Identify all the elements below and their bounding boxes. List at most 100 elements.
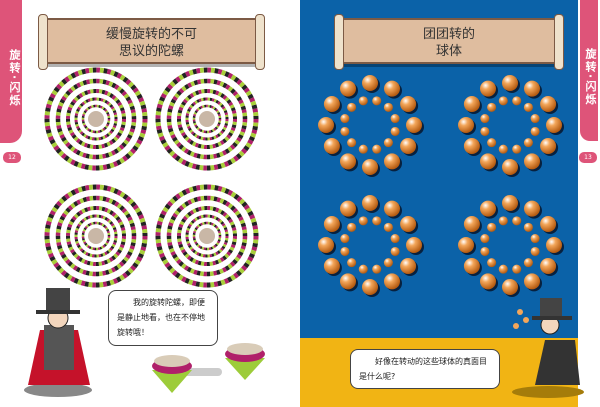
- title-line: 团团转的: [422, 27, 475, 42]
- spiral-ring: [166, 78, 248, 160]
- coat: [535, 340, 580, 385]
- spiral-ring: [81, 104, 111, 134]
- page-number: 12: [3, 152, 21, 163]
- ball: [384, 153, 400, 170]
- ball: [318, 237, 334, 253]
- ball: [480, 114, 490, 124]
- ball: [512, 144, 522, 154]
- ball: [383, 102, 393, 112]
- spiral-ring: [177, 206, 237, 266]
- spiral-ring: [166, 195, 248, 277]
- ball: [540, 96, 557, 112]
- ball: [362, 159, 378, 175]
- spiral-ring: [155, 184, 259, 288]
- ball: [540, 138, 557, 154]
- ball: [523, 222, 533, 232]
- speech-bubble: 我的旋转陀螺，即便是静止地看，也在不停地旋转哦！: [108, 290, 218, 346]
- ball: [523, 258, 533, 268]
- spiral-disc: [44, 184, 148, 288]
- spinning-top-icon: [225, 358, 265, 380]
- ball: [498, 264, 508, 274]
- ball: [463, 96, 480, 112]
- spiral-ring: [185, 97, 229, 141]
- ball: [400, 258, 417, 274]
- ball: [358, 144, 368, 154]
- title-line: 缓慢旋转的不可: [105, 27, 197, 42]
- ball: [530, 114, 540, 124]
- ball: [323, 216, 340, 232]
- spiral-center: [88, 228, 104, 244]
- chapter-tab: 旋转·闪烁: [0, 0, 22, 143]
- ball: [546, 237, 562, 253]
- spiral-ring: [74, 214, 118, 258]
- ball: [340, 153, 356, 170]
- ball: [372, 264, 382, 274]
- spiral-ring: [192, 221, 222, 251]
- ball: [347, 102, 357, 112]
- ball: [390, 246, 400, 256]
- ball: [384, 80, 400, 97]
- ball: [347, 138, 357, 148]
- right-page: 旋转·闪烁 13 团团转的 球体 好像在转动的这些球体的真面目是什么呢?: [300, 0, 600, 407]
- ball: [458, 237, 474, 253]
- shadow: [24, 383, 92, 397]
- spiral-disc: [155, 184, 259, 288]
- spiral-ring: [177, 89, 237, 149]
- ball: [480, 80, 496, 97]
- shadow: [512, 386, 584, 398]
- spiral-ring: [192, 104, 222, 134]
- spiral-ring: [44, 67, 148, 171]
- ball: [480, 273, 496, 290]
- ball: [340, 246, 350, 256]
- ball: [530, 126, 540, 136]
- ball: [383, 258, 393, 268]
- ball: [406, 237, 422, 253]
- spiral-ring: [74, 97, 118, 141]
- ball: [390, 234, 400, 244]
- chapter-tab: 旋转·闪烁: [578, 0, 600, 143]
- ball: [502, 75, 518, 91]
- spiral-ring: [66, 206, 126, 266]
- ball: [523, 102, 533, 112]
- ball: [546, 117, 562, 133]
- spiral-ring: [185, 97, 229, 141]
- ball: [340, 273, 356, 290]
- ball: [524, 200, 540, 217]
- ball: [480, 126, 490, 136]
- ball: [358, 96, 368, 106]
- spiral-illusions: [44, 67, 259, 288]
- ball: [358, 264, 368, 274]
- ball: [540, 258, 557, 274]
- ball: [463, 258, 480, 274]
- ball: [362, 75, 378, 91]
- title-line: 思议的陀螺: [118, 44, 184, 59]
- ball: [540, 216, 557, 232]
- ball: [458, 117, 474, 133]
- ball: [480, 200, 496, 217]
- ball: [323, 138, 340, 154]
- ball: [512, 216, 522, 226]
- juggling-ball: [517, 309, 523, 315]
- ball: [347, 258, 357, 268]
- spiral-ring: [66, 89, 126, 149]
- ball: [512, 264, 522, 274]
- ball: [512, 96, 522, 106]
- title-scroll: 团团转的 球体: [334, 14, 564, 70]
- spiral-ring: [44, 184, 148, 288]
- ball-ring: [318, 195, 424, 297]
- title-line: 球体: [435, 44, 462, 59]
- juggling-ball: [513, 323, 519, 329]
- ball: [487, 222, 497, 232]
- ball: [372, 144, 382, 154]
- ball: [340, 234, 350, 244]
- spiral-center: [199, 228, 215, 244]
- spiral-ring: [185, 214, 229, 258]
- ball: [340, 114, 350, 124]
- ball: [502, 159, 518, 175]
- ball: [383, 138, 393, 148]
- ball: [487, 258, 497, 268]
- ball: [358, 216, 368, 226]
- title-scroll: 缓慢旋转的不可 思议的陀螺: [38, 14, 265, 70]
- spiral-ring: [74, 97, 118, 141]
- ball: [463, 216, 480, 232]
